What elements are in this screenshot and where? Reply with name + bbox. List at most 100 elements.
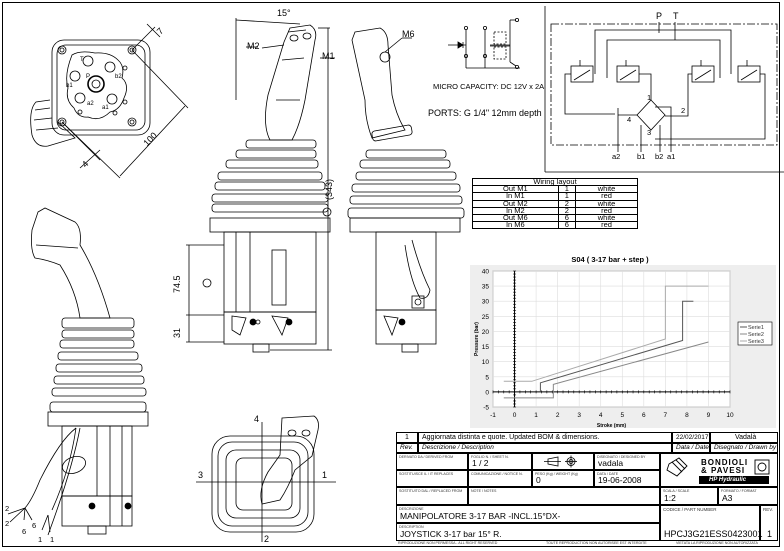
wiring-signal: In M6 <box>472 221 559 230</box>
node-4-label: 4 <box>627 115 632 124</box>
port-label-b1: b1 <box>66 83 73 89</box>
plot-area <box>492 270 731 408</box>
y-tick-label: 25 <box>482 314 490 321</box>
series-line-serie2 <box>503 341 709 399</box>
sheet-number: 1 / 2 <box>472 458 489 468</box>
description-en-caption: DESCRIPTION <box>399 525 424 529</box>
legend-label: Serie1 <box>748 325 764 331</box>
part-number: HPCJ3G21ESS0423001 <box>664 529 763 539</box>
company-name-line3: HP Hydraulic <box>709 477 747 483</box>
replaces-caption: SOSTITUISCE IL / IT REPLACES <box>399 472 454 476</box>
legend-label: Serie3 <box>748 339 764 345</box>
dim-base-height: 31 <box>172 327 182 338</box>
weight: 0 <box>536 475 541 485</box>
description-header: Descrizione / Description <box>422 444 494 451</box>
part-number-caption: CODICE / PART NUMBER <box>663 507 717 512</box>
port-label-a2: a2 <box>87 101 94 107</box>
description-it-caption: DESCRIZIONE <box>399 507 424 511</box>
port-t-label: T <box>673 11 679 21</box>
ports-note: PORTS: G 1/4" 12mm depth <box>428 108 542 118</box>
sheet-caption: FOGLIO N. / SHEET N. <box>471 455 509 459</box>
x-tick-label: 1 <box>534 412 538 419</box>
scale-caption: SCALA / SCALE <box>663 489 690 493</box>
x-tick-label: 3 <box>577 412 581 419</box>
series-line-serie1 <box>539 300 694 392</box>
y-tick-label: 40 <box>482 269 490 276</box>
cable-label: 1 <box>50 535 55 544</box>
footer-note: RIPRODUZIONE NON PERMESSA - ALL RIGHT RE… <box>398 541 498 545</box>
y-tick-label: 15 <box>482 344 490 351</box>
microswitch-m1-label: M1 <box>322 51 335 61</box>
notes-caption: NOTE / NOTES <box>471 489 497 493</box>
rev-description: Aggiornata distinta e quote. Updated BOM… <box>422 434 600 441</box>
chart-title: S04 ( 3-17 bar + step ) <box>571 255 649 264</box>
description-en: JOYSTICK 3-17 bar 15° R. <box>400 529 502 539</box>
rev-number: 1 <box>405 434 409 441</box>
description-it: MANIPOLATORE 3-17 BAR -INCL.15°DX- <box>400 511 561 521</box>
bondioli-pavesi-logo <box>666 457 770 484</box>
node-2-label: 2 <box>681 106 686 115</box>
weight-caption: PESO (Kg) / WEIGHT (Kg) <box>535 472 578 476</box>
y-tick-label: 20 <box>482 329 490 336</box>
notice-caption: COMUNICAZIONE / NOTICE N. <box>471 472 523 476</box>
x-tick-label: 8 <box>685 412 689 419</box>
derived-from-caption: DERIVATO DA / DERIVED FROM <box>399 455 454 459</box>
cable-label: 1 <box>38 535 43 544</box>
x-tick-label: 2 <box>556 412 560 419</box>
port-label-a1: a1 <box>102 105 109 111</box>
x-tick-label: 10 <box>726 412 734 419</box>
cable-label: 2 <box>5 519 10 528</box>
projection-symbol <box>532 453 594 470</box>
series-line-serie3 <box>503 285 709 382</box>
company-name-line2: & PAVESI <box>701 466 746 475</box>
x-tick-label: -1 <box>490 412 496 419</box>
title-block: 1 Aggiornata distinta e quote. Updated B… <box>396 432 778 547</box>
cable-label: 2 <box>5 504 10 513</box>
port-p-label: P <box>656 11 663 21</box>
port-a1-label: a1 <box>667 152 676 161</box>
axis-label-1: 1 <box>322 470 328 480</box>
bottom-view <box>30 23 189 179</box>
y-tick-label: -5 <box>483 405 489 412</box>
date-header: Data / Date <box>676 444 709 451</box>
port-label-b2: b2 <box>115 74 122 80</box>
port-b1-label: b1 <box>637 152 646 161</box>
y-tick-label: 30 <box>482 299 490 306</box>
axis-label-2: 2 <box>264 534 270 544</box>
rev-drawn-by: Vadalà <box>735 434 757 441</box>
node-3-label: 3 <box>647 128 652 137</box>
y-tick-label: 35 <box>482 284 490 291</box>
y-tick-label: 10 <box>482 359 490 366</box>
designed-by: vadala <box>598 458 624 468</box>
format-caption: FORMATO / FORMAT <box>721 489 757 493</box>
x-tick-label: 4 <box>599 412 603 419</box>
port-label-p: P <box>86 74 91 80</box>
y-axis-label: Pressure (bar) <box>474 322 480 356</box>
dim-total-height: (343) <box>324 178 334 200</box>
node-1-label: 1 <box>647 93 652 102</box>
footer-note: TOUTE REPRODUCTION NON AUTORISEE EST INT… <box>546 541 647 545</box>
port-b2-label: b2 <box>655 152 664 161</box>
angle-label: 15° <box>277 8 291 18</box>
top-view <box>196 415 336 542</box>
port-label-t: T <box>80 57 84 63</box>
microswitch-m6-label: M6 <box>402 29 415 39</box>
date-caption: DATA / DATE <box>597 472 619 476</box>
wiring-title: Wiring layout <box>472 178 638 187</box>
chart-legend <box>737 321 773 346</box>
rear-view <box>347 27 465 353</box>
rev-header: Rev. <box>400 444 413 451</box>
footer-note: VIETATA LA RIPRODUZIONE NON AUTORIZZATA <box>676 541 758 545</box>
x-tick-label: 9 <box>707 412 711 419</box>
wiring-color: red <box>575 221 638 230</box>
microswitch-m2-label: M2 <box>247 41 260 51</box>
x-tick-label: 0 <box>513 412 517 419</box>
wiring-pin: 6 <box>557 221 577 230</box>
